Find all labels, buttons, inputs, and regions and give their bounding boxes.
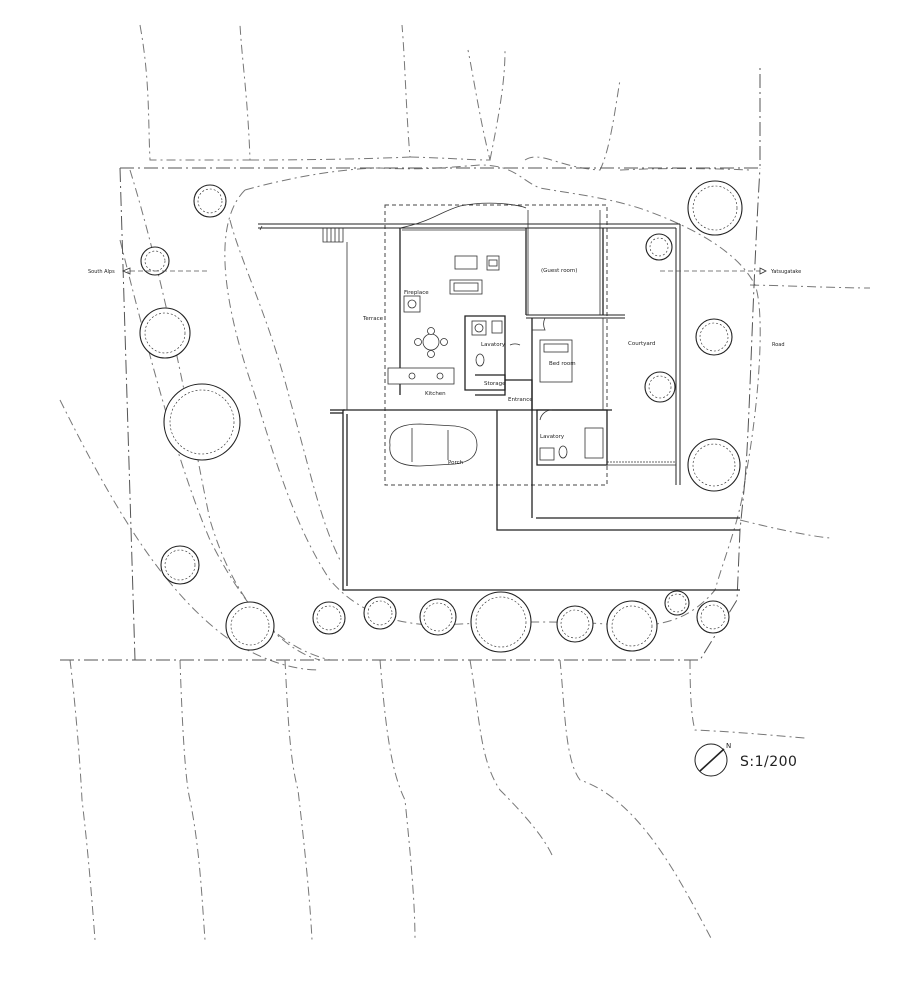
tree [687, 180, 743, 236]
tree [664, 590, 690, 616]
north-label: N [726, 742, 731, 750]
label-porch: Porch [448, 460, 464, 466]
tree [696, 600, 730, 634]
tree [687, 438, 741, 492]
tree [470, 591, 532, 653]
tree [139, 307, 191, 359]
tree [606, 600, 658, 652]
building-walls [258, 202, 740, 591]
label-yatsugatake: Yatsugatake [770, 269, 801, 275]
label-entrance: Entrance [508, 397, 533, 403]
tree [193, 184, 227, 218]
north-arrow: N [694, 742, 731, 777]
furniture [387, 255, 604, 467]
label-fireplace: Fireplace [404, 290, 429, 296]
tree [645, 233, 673, 261]
label-storage: Storage [484, 381, 506, 387]
tree [695, 318, 733, 356]
label-lavatory-lower: Lavatory [540, 434, 565, 440]
label-lavatory-upper: Lavatory [481, 342, 506, 348]
view-arrows [121, 267, 767, 275]
trees [139, 180, 743, 653]
room-labels: South Alps Yatsugatake Road Terrace Fire… [88, 268, 801, 466]
label-bed-room: Bed room [549, 361, 576, 367]
contour-lines [59, 24, 871, 941]
tree [160, 545, 200, 585]
scale-label: S:1/200 [740, 754, 797, 770]
label-kitchen: Kitchen [425, 391, 446, 397]
label-terrace: Terrace [362, 316, 384, 322]
tree [363, 596, 397, 630]
label-courtyard: Courtyard [628, 341, 655, 347]
roof-outline [384, 204, 608, 486]
label-road: Road [772, 342, 785, 348]
tree [163, 383, 241, 461]
tree [644, 371, 676, 403]
tree [419, 598, 457, 636]
tree [140, 246, 170, 276]
tree [312, 601, 346, 635]
site-boundary [60, 68, 761, 661]
label-south-alps: South Alps [88, 269, 115, 275]
label-guest-room: (Guest room) [541, 268, 577, 274]
tree [556, 605, 594, 643]
tree [225, 601, 275, 651]
